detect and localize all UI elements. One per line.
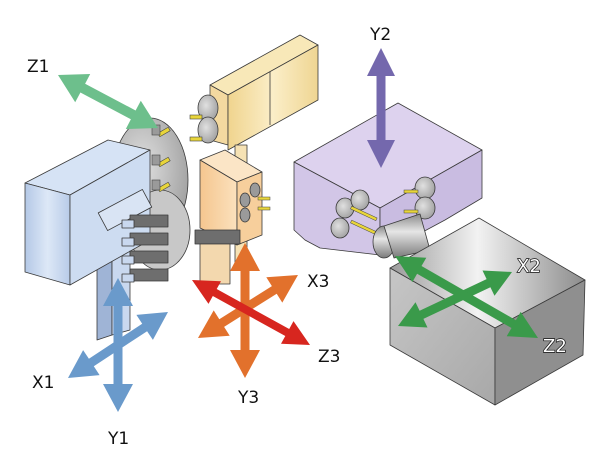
turret-3-tools	[239, 182, 271, 223]
z3-axis-arrow	[192, 280, 310, 345]
x1-axis-arrow	[68, 312, 168, 378]
y2-axis-arrow	[367, 48, 395, 168]
upper-post-side	[227, 44, 319, 151]
turret-1-block-front	[24, 182, 71, 286]
axis-label-z3: Z3	[318, 347, 340, 367]
turret-1	[24, 117, 191, 341]
axis-label-x2: X2	[517, 256, 541, 277]
axis-label-y2: Y2	[369, 25, 391, 45]
turret-2-tools	[330, 176, 436, 239]
turret-3-holder	[194, 229, 241, 245]
turret-3-slide	[199, 243, 231, 285]
x2-axis-arrow	[398, 270, 512, 328]
turret-1-tool-holders	[121, 214, 169, 283]
z1-axis-arrow	[58, 74, 158, 129]
axis-label-y3: Y3	[237, 388, 259, 408]
upper-post-spindles	[189, 94, 219, 144]
spindle-2	[372, 213, 586, 406]
axis-label-y1: Y1	[107, 429, 129, 449]
z2-axis-arrow	[395, 256, 538, 338]
axis-label-x1: X1	[32, 373, 54, 393]
turret-1-drills	[151, 124, 171, 193]
axis-label-z2: Z2	[543, 336, 567, 357]
spindle-2-side	[494, 279, 586, 406]
axis-arrows	[58, 48, 538, 412]
axis-label-z1: Z1	[27, 57, 49, 77]
axis-label-x3: X3	[307, 272, 329, 292]
turret-3	[194, 149, 271, 285]
